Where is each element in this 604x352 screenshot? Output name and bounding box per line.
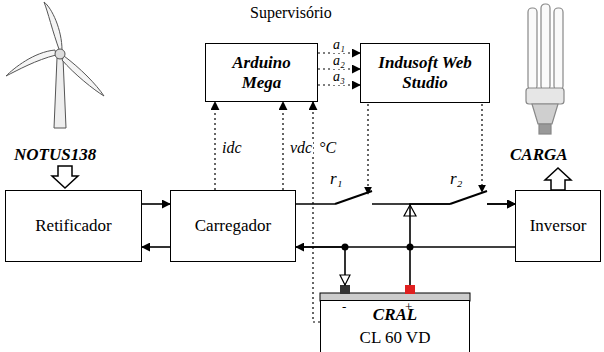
signal-connector bbox=[313, 102, 320, 322]
signal-label: a₃ bbox=[332, 70, 346, 85]
power-connector bbox=[142, 203, 170, 205]
controller-box: Arduino Mega bbox=[205, 43, 318, 102]
node-text: Arduino Mega bbox=[217, 53, 307, 92]
process-box: Carregador bbox=[170, 190, 296, 262]
power-connector bbox=[296, 203, 515, 205]
node-text: CL 60 VD bbox=[360, 328, 431, 348]
power-connector bbox=[410, 204, 515, 285]
node-text: Carregador bbox=[195, 216, 271, 236]
node-text: Inversor bbox=[530, 216, 587, 236]
supervisory-box: Indusoft Web Studio bbox=[360, 43, 490, 103]
node-text: Retificador bbox=[35, 216, 111, 236]
switch-blade bbox=[335, 191, 372, 204]
command-line bbox=[481, 104, 482, 192]
power-connector bbox=[296, 247, 345, 285]
switch-label: r₁ bbox=[330, 170, 343, 189]
positive-terminal bbox=[405, 285, 415, 294]
group-title: Supervisório bbox=[250, 4, 332, 22]
power-connector bbox=[142, 246, 170, 248]
signal-label: a₁ bbox=[332, 38, 346, 53]
terminal-label: + bbox=[405, 300, 412, 314]
power-arrow bbox=[545, 168, 571, 190]
process-box: Retificador bbox=[5, 190, 142, 262]
signal-connector bbox=[282, 102, 283, 190]
lamp-load bbox=[526, 4, 564, 134]
process-box: Inversor bbox=[515, 190, 601, 262]
switch-blade bbox=[450, 191, 487, 204]
signal-label: idc bbox=[221, 140, 243, 157]
switch-label: r₂ bbox=[450, 170, 463, 189]
wind-turbine bbox=[6, 2, 104, 128]
signal-label: a₂ bbox=[332, 54, 346, 69]
node-text: Indusoft Web Studio bbox=[370, 53, 480, 92]
signal-label: °C bbox=[318, 140, 337, 157]
load-label: CARGA bbox=[510, 146, 568, 165]
signal-connector bbox=[214, 102, 215, 190]
negative-terminal bbox=[340, 285, 350, 294]
terminal-label: - bbox=[342, 300, 346, 314]
signal-label: vdc bbox=[289, 140, 313, 157]
source-label: NOTUS138 bbox=[14, 146, 96, 165]
command-line bbox=[367, 104, 368, 194]
power-arrow bbox=[52, 166, 78, 188]
